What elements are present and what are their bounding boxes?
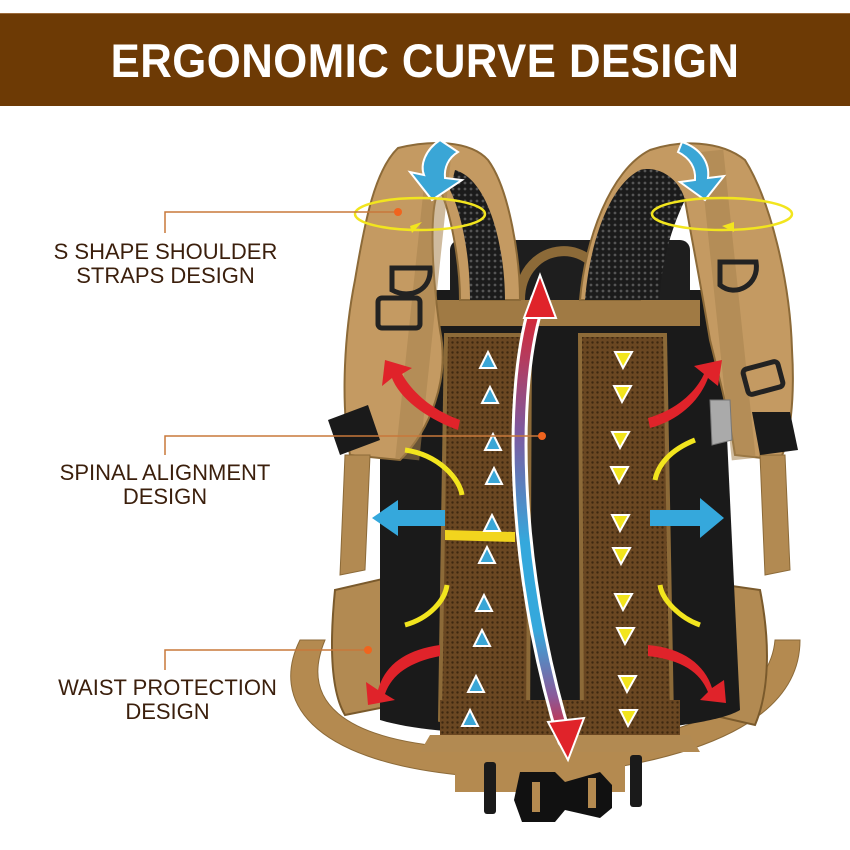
yellow-down-triangle-icon	[609, 351, 639, 729]
d-ring-right-icon	[717, 259, 759, 293]
sternum-clip-icon	[445, 530, 515, 542]
blue-horizontal-arrow-icon	[372, 498, 724, 538]
buckle-left-icon	[328, 405, 380, 455]
buckle-right-icon	[752, 412, 798, 455]
callout-waist-protection: WAIST PROTECTION DESIGN	[40, 676, 295, 724]
callout-waist-line1: WAIST PROTECTION	[58, 675, 277, 700]
callout-shoulder-straps: S SHAPE SHOULDER STRAPS DESIGN	[38, 240, 293, 288]
strap-adjuster-right-icon	[740, 359, 786, 397]
red-curved-arrow-icon	[366, 360, 726, 705]
callout-shoulder-line2: STRAPS DESIGN	[76, 263, 255, 288]
callout-spine-line2: DESIGN	[122, 484, 208, 509]
callout-leader-waist	[164, 649, 365, 670]
d-ring-left-icon	[389, 265, 433, 297]
strap-adjuster-left-icon	[375, 295, 423, 331]
callout-leader-shoulder	[164, 211, 395, 233]
header-banner: ERGONOMIC CURVE DESIGN	[0, 13, 850, 106]
callout-leader-spine	[164, 435, 540, 455]
yellow-arc-icon	[404, 437, 701, 628]
curved-blue-arrow-icon	[676, 140, 727, 202]
yellow-ellipse-arrow-icon	[353, 196, 794, 232]
page-title: ERGONOMIC CURVE DESIGN	[110, 33, 740, 87]
waist-buckle-icon	[484, 755, 642, 822]
whistle-clip-icon	[709, 399, 733, 446]
callout-spine-line1: SPINAL ALIGNMENT	[59, 460, 271, 485]
blue-up-triangle-icon	[460, 349, 504, 727]
curved-blue-arrow-icon	[407, 138, 465, 202]
callout-shoulder-line1: S SHAPE SHOULDER	[53, 239, 278, 264]
back-panel-top	[420, 300, 700, 326]
callout-spinal-alignment: SPINAL ALIGNMENT DESIGN	[45, 461, 285, 509]
callout-waist-line2: DESIGN	[125, 699, 210, 724]
